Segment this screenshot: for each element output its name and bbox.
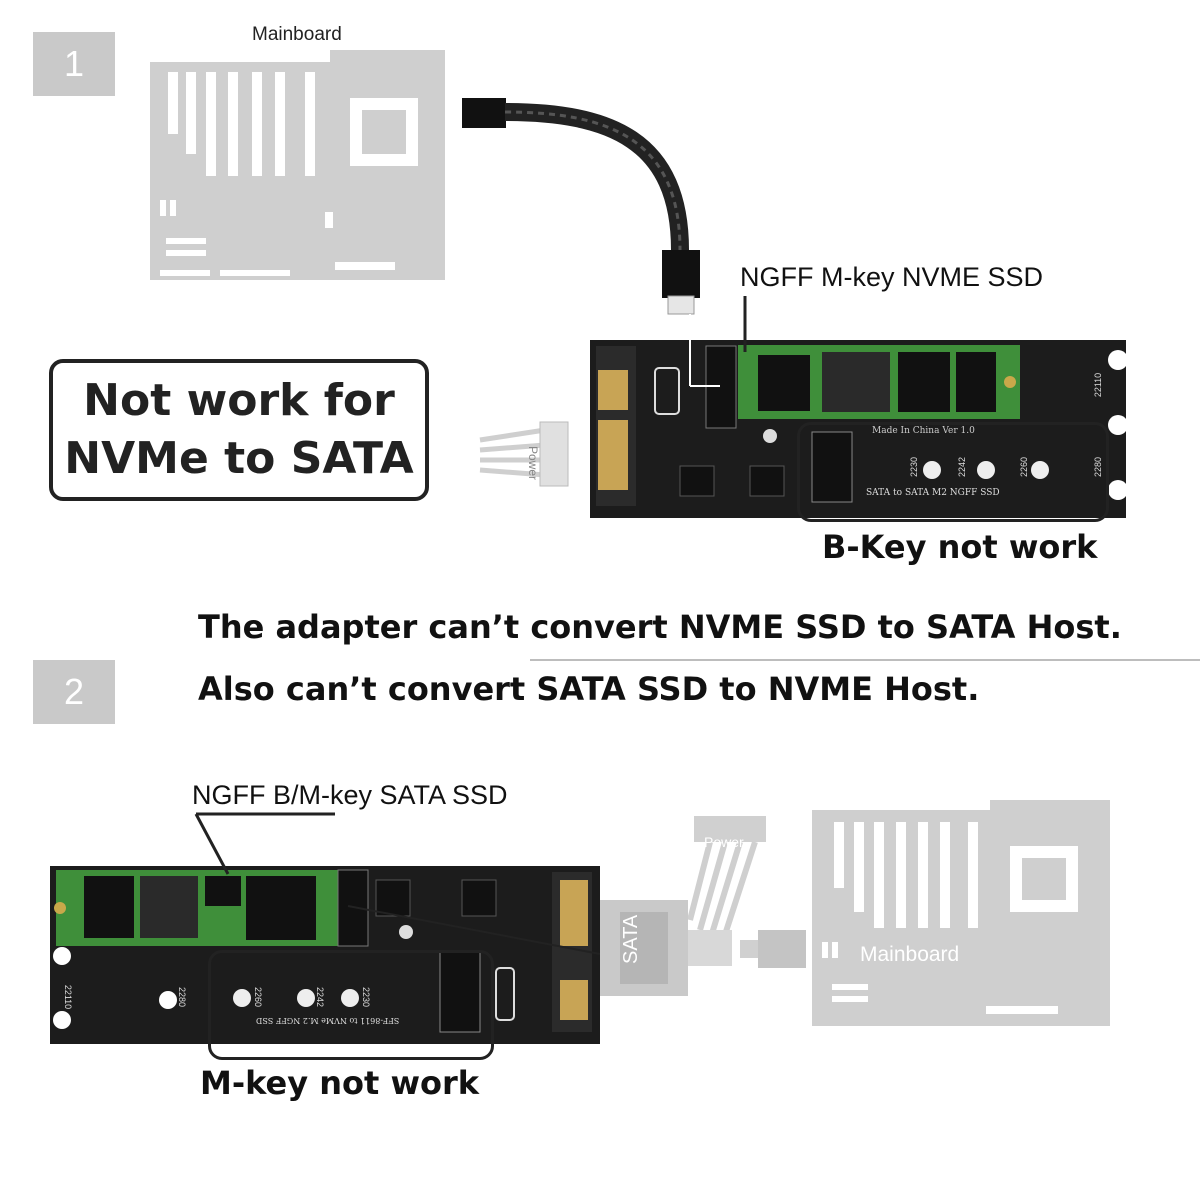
warning-line-2: NVMe to SATA: [64, 433, 414, 484]
power-label-2: Power: [704, 834, 744, 850]
sata-label-2: SATA: [620, 914, 642, 964]
board-text-2: Made In China Ver 1.0: [872, 426, 975, 436]
warning-line-1: Not work for: [83, 375, 395, 426]
step-1-badge: 1: [33, 32, 115, 96]
slot-22110-label: 22110: [1093, 372, 1104, 398]
adapter-board-2: [50, 866, 600, 1044]
ssd-leader-2: [194, 813, 230, 875]
mkey-label: M-key not work: [200, 1064, 480, 1102]
mainboard-label: Mainboard: [252, 24, 342, 45]
step-2-badge: 2: [33, 660, 115, 724]
power-connector-1: [479, 421, 569, 487]
cable-leader-2: [347, 905, 601, 955]
warning-callout: Not work for NVMe to SATA: [49, 359, 429, 501]
slot-2280-label-2: 2280: [177, 986, 188, 1008]
caption-nvme-to-sata: The adapter can’t convert NVME SSD to SA…: [198, 608, 1122, 646]
mkey-highlight-box: [208, 950, 494, 1060]
power-label-1: Power: [526, 446, 540, 481]
power-sata-cable-2: [600, 816, 806, 996]
slot-22110-label-2: 22110: [63, 984, 74, 1010]
caption-sata-to-nvme: Also can’t convert SATA SSD to NVME Host…: [198, 670, 980, 708]
step-1-number: 1: [63, 43, 85, 84]
bkey-label: B-Key not work: [822, 528, 1098, 566]
mainboard-2-illustration: [812, 800, 1110, 1026]
adapter-board-1: [590, 340, 1128, 518]
board-text-1: SATA to SATA M2 NGFF SSD: [866, 488, 1000, 498]
sata-cable-1: [462, 98, 700, 315]
ssd-label-2: NGFF B/M-key SATA SSD: [192, 780, 508, 810]
mainboard-label-2: Mainboard: [860, 943, 960, 966]
mainboard-1-illustration: [150, 50, 445, 280]
step-2-number: 2: [63, 671, 85, 712]
bkey-highlight-box: [797, 422, 1109, 522]
ssd-label-1: NGFF M-key NVME SSD: [740, 262, 1044, 292]
